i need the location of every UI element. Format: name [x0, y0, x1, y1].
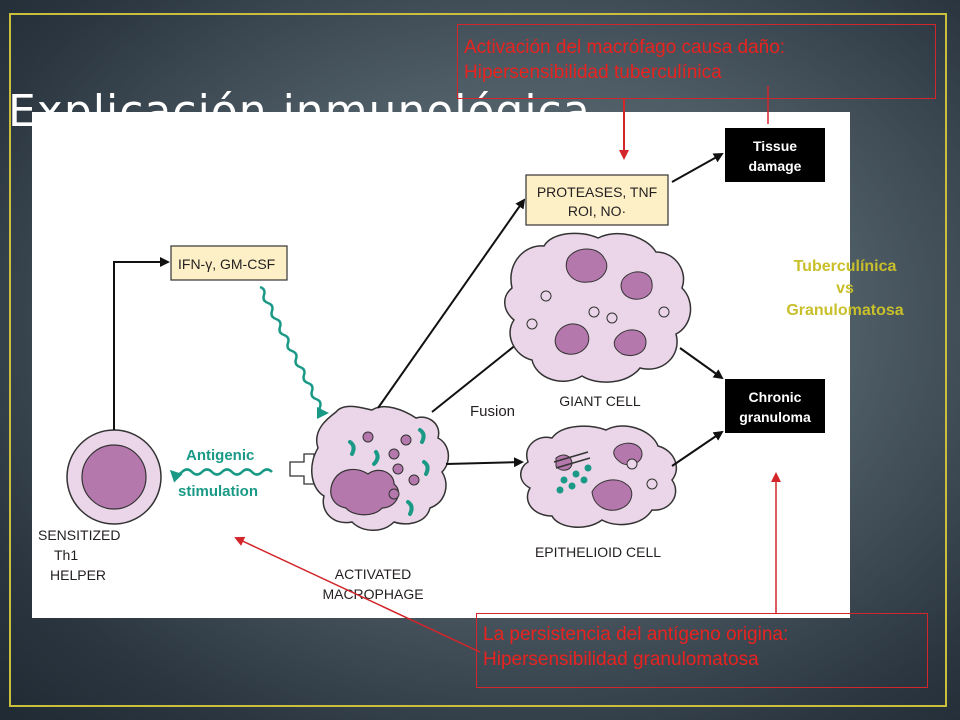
slide-border — [9, 13, 947, 707]
helper-label-2: Th1 — [54, 547, 78, 563]
comparison-line-3: Granulomatosa — [786, 302, 904, 319]
proteases-to-tissue-damage-arrow — [671, 153, 724, 183]
comparison-line-2: vs — [836, 280, 854, 297]
helper-label-3: HELPER — [50, 567, 106, 583]
tissue-damage-label-2: damage — [749, 158, 802, 174]
epithelioid-cell — [520, 425, 678, 528]
cytokines-box: IFN-γ, GM-CSF — [170, 245, 288, 281]
bottom-callout-line-2: Hipersensibilidad granulomatosa — [483, 649, 759, 670]
chronic-granuloma-box: Chronic granuloma — [725, 379, 825, 433]
giant-cell-label: GIANT CELL — [559, 393, 641, 409]
tissue-damage-box: Tissue damage — [725, 128, 825, 182]
macrophage-to-proteases-arrow — [377, 198, 526, 409]
immunology-figure: IFN-γ, GM-CSF Antigenic stimulation Fusi… — [32, 112, 850, 618]
cytokines-label: IFN-γ, GM-CSF — [178, 256, 275, 272]
chronic-label-2: granuloma — [739, 409, 811, 425]
top-callout: Activación del macrófago causa daño: Hip… — [457, 24, 936, 99]
top-callout-line-2: Hipersensibilidad tuberculínica — [464, 62, 722, 83]
bottom-callout-line-1: La persistencia del antígeno origina: — [483, 624, 789, 645]
macrophage-to-giant-cell-arrow — [431, 338, 524, 413]
cytokine-signal-arrow — [259, 285, 329, 419]
giant-cell — [504, 232, 692, 383]
epithelioid-to-granuloma-arrow — [671, 430, 724, 467]
bottom-callout-arrow-2 — [234, 536, 481, 653]
th1-helper-cell — [66, 429, 162, 525]
tissue-damage-label-1: Tissue — [753, 138, 797, 154]
giant-cell-to-granuloma-arrow — [679, 347, 724, 380]
macrophage-to-epithelioid-arrow — [445, 457, 524, 468]
comparison-line-1: Tuberculínica — [793, 258, 897, 275]
helper-label-1: SENSITIZED — [38, 527, 120, 543]
bottom-callout: La persistencia del antígeno origina: Hi… — [476, 613, 928, 688]
macrophage-label-1: ACTIVATED — [335, 566, 412, 582]
proteases-label-1: PROTEASES, TNF — [537, 184, 657, 200]
chronic-label-1: Chronic — [749, 389, 802, 405]
immunology-diagram: IFN-γ, GM-CSF Antigenic stimulation Fusi… — [38, 128, 825, 602]
fusion-label: Fusion — [470, 403, 515, 420]
top-callout-line-1: Activación del macrófago causa daño: — [464, 37, 786, 58]
helper-to-cytokines-arrow — [113, 257, 170, 430]
antigenic-label-1: Antigenic — [186, 447, 254, 464]
epithelioid-cell-label: EPITHELIOID CELL — [535, 544, 661, 560]
proteases-box: PROTEASES, TNF ROI, NO· — [525, 174, 669, 226]
activated-macrophage — [311, 405, 450, 531]
comparison-label: Tuberculínica vs Granulomatosa — [752, 256, 938, 322]
antigenic-label-2: stimulation — [178, 483, 258, 500]
antigenic-stimulation-arrow — [169, 468, 273, 483]
proteases-label-2: ROI, NO· — [568, 203, 626, 219]
